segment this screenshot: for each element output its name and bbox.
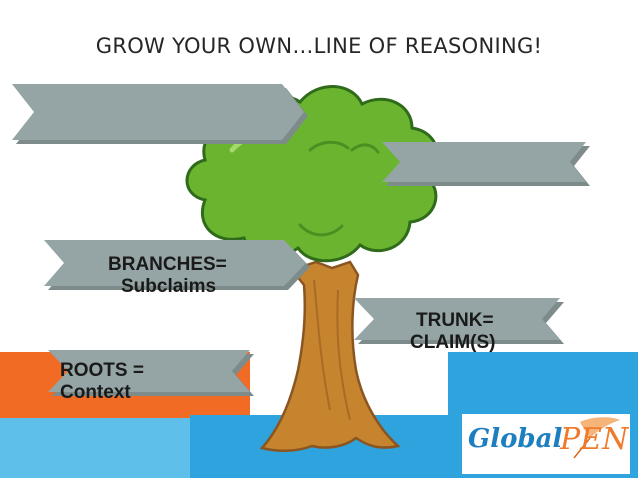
tree-trunk [259, 260, 401, 452]
branches-line2: Subclaims [121, 276, 217, 297]
logo-text-global: Global [468, 424, 563, 454]
arrow-roots: ROOTS = Context [48, 350, 254, 403]
trunk-line [336, 289, 351, 421]
trunk-highlight [313, 279, 331, 411]
arrow-roots-label: ROOTS = Context [60, 360, 144, 404]
light-blue-band [0, 418, 240, 478]
globalpen-logo: Global PEN [462, 414, 630, 474]
arrow-trunk: TRUNK= CLAIM(S) [354, 298, 564, 353]
branches-line1: BRANCHES= [108, 254, 227, 275]
trunk-line1: TRUNK= [416, 310, 494, 331]
quill-pen-icon [573, 417, 620, 459]
arrow-branches: BRANCHES= Subclaims [44, 240, 310, 297]
arrow-top-left [12, 84, 312, 144]
arrow-trunk-label: TRUNK= CLAIM(S) [410, 310, 495, 354]
arrow-top-right [382, 142, 590, 186]
arrow-branches-label: BRANCHES= Subclaims [108, 254, 227, 298]
slide-title: GROW YOUR OWN…LINE OF REASONING! [95, 34, 543, 58]
roots-line1: ROOTS = [60, 360, 144, 381]
logo-text-pen: PEN [560, 422, 629, 457]
trunk-line2: CLAIM(S) [410, 332, 496, 353]
roots-line2: Context [60, 382, 131, 403]
